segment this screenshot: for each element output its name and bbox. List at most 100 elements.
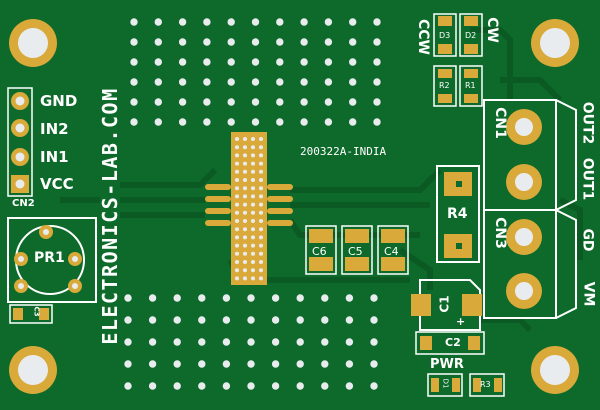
proto-hole xyxy=(130,18,138,26)
proto-hole xyxy=(130,118,138,126)
proto-hole xyxy=(198,360,206,368)
proto-hole xyxy=(370,338,378,346)
proto-hole xyxy=(370,294,378,302)
c5-label: C5 xyxy=(348,245,363,258)
proto-hole xyxy=(373,58,381,66)
ic-via xyxy=(235,169,239,174)
cn2-header xyxy=(7,87,33,197)
ic-via xyxy=(259,227,263,232)
r3-label: R3 xyxy=(480,380,491,389)
proto-hole xyxy=(296,360,304,368)
proto-hole xyxy=(173,360,181,368)
ic-via xyxy=(243,137,247,141)
cn2-pin-gnd-label: GND xyxy=(40,92,78,110)
leds-d3-d2 xyxy=(433,13,483,57)
ic-via xyxy=(259,137,263,141)
ic-via xyxy=(243,260,247,264)
proto-hole xyxy=(271,316,280,324)
proto-hole xyxy=(130,38,138,46)
ic-via xyxy=(251,186,255,191)
proto-hole xyxy=(222,338,231,346)
proto-hole xyxy=(178,78,187,86)
proto-hole xyxy=(154,98,162,106)
proto-hole xyxy=(345,382,354,390)
ic-via xyxy=(243,194,247,199)
ic-via xyxy=(259,251,263,256)
proto-hole xyxy=(130,98,138,106)
ic-via xyxy=(235,194,239,199)
r4-label: R4 xyxy=(447,206,468,222)
proto-hole xyxy=(154,78,162,86)
cn2-pin-in1-label: IN1 xyxy=(40,148,69,166)
proto-hole xyxy=(324,78,333,86)
ic-via xyxy=(259,235,263,240)
cw-label: CW xyxy=(483,17,500,43)
proto-hole xyxy=(251,58,260,66)
proto-hole xyxy=(251,78,260,86)
proto-grid-bottom xyxy=(124,294,378,390)
proto-hole xyxy=(124,338,132,346)
pwr-label: PWR xyxy=(430,357,464,372)
r4-resistor xyxy=(436,165,480,263)
proto-hole xyxy=(154,38,162,46)
proto-hole xyxy=(296,338,304,346)
proto-hole xyxy=(296,316,304,324)
ic-via xyxy=(235,235,239,240)
proto-hole xyxy=(271,338,280,346)
proto-hole xyxy=(178,18,187,26)
proto-hole xyxy=(321,316,329,324)
proto-hole xyxy=(227,118,235,126)
proto-hole xyxy=(203,58,211,66)
mounting-hole-top-right xyxy=(531,19,579,67)
c1-capacitor xyxy=(411,279,482,331)
ic-via xyxy=(259,276,263,281)
proto-hole xyxy=(178,38,187,46)
proto-hole xyxy=(271,360,280,368)
ic-via xyxy=(259,260,263,264)
ic-via xyxy=(259,210,263,215)
proto-hole xyxy=(173,382,181,390)
caps-c6-c5-c4 xyxy=(305,225,409,275)
ic-via xyxy=(243,210,247,215)
proto-hole xyxy=(148,338,157,346)
ic-via xyxy=(235,161,239,166)
ic-via xyxy=(251,178,255,182)
ic-via xyxy=(235,186,239,191)
proto-hole xyxy=(345,360,354,368)
ic-via xyxy=(259,186,263,191)
cn3-ref-label: CN3 xyxy=(491,217,508,249)
proto-hole xyxy=(124,294,132,302)
r2-label: R2 xyxy=(439,81,450,90)
ic-via xyxy=(251,243,255,248)
cn2-pin-vcc-label: VCC xyxy=(40,175,74,193)
proto-hole xyxy=(300,98,308,106)
proto-hole xyxy=(247,382,255,390)
proto-hole xyxy=(203,18,211,26)
ic-via xyxy=(235,137,239,141)
proto-hole xyxy=(251,38,260,46)
ic-via xyxy=(235,251,239,256)
ic-via xyxy=(259,169,263,174)
proto-hole xyxy=(300,118,308,126)
ic-via xyxy=(243,227,247,232)
proto-hole xyxy=(300,58,308,66)
ic-via xyxy=(259,145,263,150)
d1-r3-footprints xyxy=(427,373,505,397)
ic-via xyxy=(243,186,247,191)
proto-hole xyxy=(227,98,235,106)
ic-via xyxy=(251,227,255,232)
cn3-pin-gd-label: GD xyxy=(579,228,596,252)
proto-hole xyxy=(203,78,211,86)
ic-via xyxy=(235,210,239,215)
c2-label: C2 xyxy=(445,336,461,349)
c3-label: C3 xyxy=(32,306,41,317)
ccw-label: CCW xyxy=(415,19,431,55)
c1-label: C1 xyxy=(437,295,452,313)
ic-via xyxy=(235,268,239,273)
ic-via xyxy=(243,243,247,248)
proto-hole xyxy=(251,98,260,106)
ic-via xyxy=(243,235,247,240)
proto-hole xyxy=(222,382,231,390)
proto-hole xyxy=(124,382,132,390)
pr1-label: PR1 xyxy=(34,250,65,266)
